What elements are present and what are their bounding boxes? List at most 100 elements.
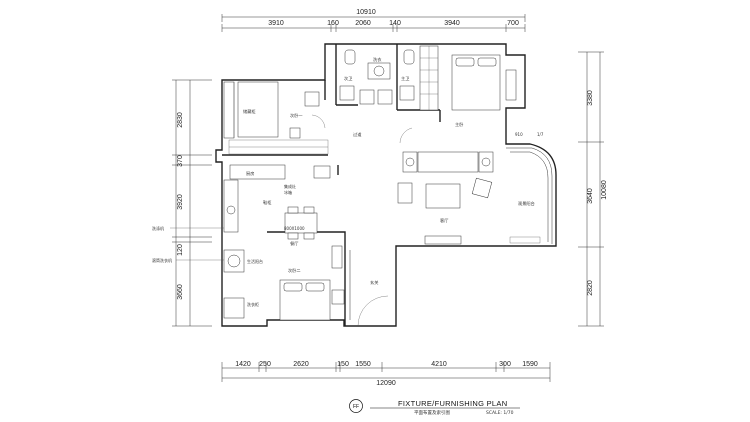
master-bed-label: 主卧 [455,121,463,128]
living-label: 客厅 [440,217,448,224]
detail-1a: 1/7 [537,132,544,137]
stove-label: 集成灶 [284,183,296,189]
callout-drum-washer: 滚筒洗衣机 [152,257,172,263]
master-bedroom: 主卧 [399,54,517,144]
dining-label: 餐厅 [290,240,298,247]
bottom-seg-5: 1550 [355,361,371,368]
sink-icon [339,85,355,101]
chair [304,91,320,107]
top-dimension-group: 10910 3910 160 2060 140 3940 700 [221,9,526,32]
bedroom-3: 次卧二 [279,245,345,321]
bedroom-2: 储藏柜 次卧一 [223,81,329,155]
right-seg-2: 3640 [587,188,594,204]
nightstand [331,289,345,305]
washbasin [359,89,375,105]
wardrobe [331,245,343,269]
lamp-icon [405,157,415,167]
sink-icon [399,85,415,101]
living-room: 客厅 [397,151,494,245]
washer-drum-icon [227,254,241,268]
title-block: FF FIXTURE/FURNISHING PLAN 平面布置及索引图 SCAL… [349,399,520,416]
drawing-subtitle: 平面布置及索引图 [414,409,450,416]
left-seg-4: 120 [177,244,184,256]
kitchen-label: 厨房 [246,170,254,177]
door-swing [399,127,413,144]
dining: 800X1000 餐厅 [284,206,318,247]
callout-washer: 洗涤机 [152,225,164,231]
sofa-icon [417,151,479,173]
pillow-icon [477,57,497,67]
wash-label: 洗衣 [373,56,382,63]
bottom-dimension-group: 1420 250 2620 150 1550 4210 300 1590 120… [221,361,551,387]
toilet-icon [403,49,415,65]
side-stool [289,127,301,139]
entry-label: 玄关 [370,279,378,286]
right-seg-1: 3380 [587,90,594,106]
bathrooms: 次卫 洗衣 主卫 [339,49,415,105]
balcony-rail-inner [510,151,549,242]
corridor-wall [324,80,358,106]
door-swing [311,114,326,129]
chair [303,232,315,240]
balcony: 观景阳台 910 1/7 [506,132,553,244]
left-seg-1: 2830 [177,112,184,128]
bottom-seg-1: 1420 [235,361,251,368]
left-seg-3: 3920 [177,194,184,210]
corridor-label: 过道 [353,131,362,138]
pillow-icon [283,282,303,292]
drawing-marker-circle [349,399,363,413]
right-dimension-group: 3380 3640 2820 10080 [578,51,608,327]
entry-door-swing [357,295,389,327]
cabinet-label: 鞋柜 [263,199,271,206]
storage-label: 洗衣柜 [247,301,259,307]
top-seg-6: 700 [507,20,519,27]
detail-910: 910 [515,132,523,137]
right-total-dim: 10080 [601,180,608,200]
planter [509,236,541,244]
tv-cabinet [505,69,517,101]
pillow-icon [305,282,325,292]
bottom-seg-6: 4210 [431,361,447,368]
wardrobe [223,81,235,139]
pillow-icon [455,57,475,67]
dining-table [284,212,318,234]
range-counter [229,164,286,180]
drawing-marker: FF [353,404,359,410]
master-bath-label: 主卫 [401,75,409,81]
outer-wall [215,43,557,327]
top-seg-2: 160 [327,20,339,27]
chair [303,206,315,214]
top-seg-4: 140 [389,20,401,27]
top-seg-1: 3910 [268,20,284,27]
study-desk-area [237,81,279,138]
fridge-box [313,165,331,179]
balcony-label: 观景阳台 [518,200,535,207]
balcony-rail [506,147,553,244]
service-balcony: 生活阳台 洗衣柜 [223,249,263,319]
closet-strip [419,45,439,111]
sink-icon [226,205,236,215]
washbasin [377,89,393,105]
dining-size-label: 800X1000 [284,226,305,231]
top-seg-3: 2060 [355,20,371,27]
bottom-seg-4: 150 [337,361,349,368]
bath2-label: 次卫 [344,75,352,82]
kitchen: 厨房 集成灶 冰箱 鞋柜 [223,164,331,233]
coffee-table [425,183,461,209]
bottom-total-dim: 12090 [376,380,396,387]
bedroom2-label: 次卧一 [290,112,303,119]
bedroom3-label: 次卧二 [288,267,301,274]
washer-drum-icon [373,65,385,77]
bath-wall [335,44,398,110]
chair [287,232,299,240]
drawing-scale: SCALE: 1/70 [486,410,514,416]
left-callouts: 洗涤机 滚筒洗衣机 [152,225,224,263]
bottom-seg-3: 2620 [293,361,309,368]
drawing-title: FIXTURE/FURNISHING PLAN [398,399,507,408]
right-seg-3: 2820 [587,280,594,296]
fridge-label: 冰箱 [284,189,292,195]
bottom-seg-7: 300 [499,361,511,368]
service-balcony-label: 生活阳台 [247,258,263,264]
bottom-seg-8: 1590 [522,361,538,368]
